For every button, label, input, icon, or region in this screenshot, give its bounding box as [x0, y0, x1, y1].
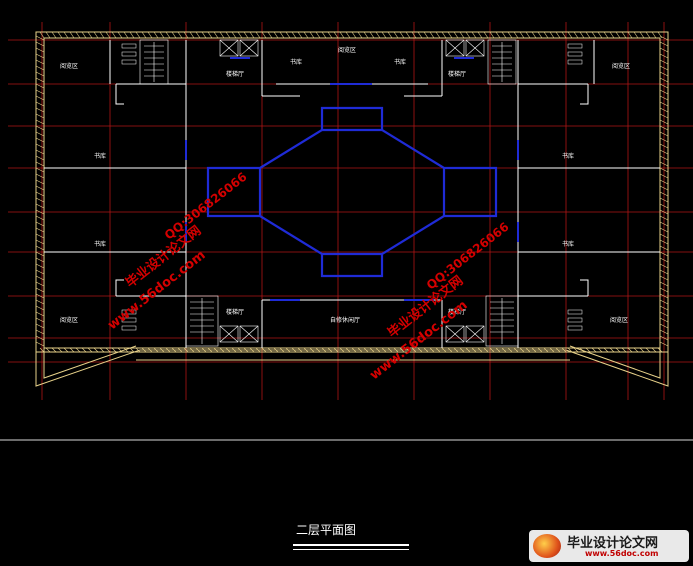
- stairs-top-right: [487, 39, 517, 85]
- elevator-shafts: [219, 39, 485, 343]
- stairs-top-left: [139, 39, 169, 85]
- room-label-stair-hall-br: 楼梯厅: [448, 308, 466, 316]
- room-label-reading-br: 阅览区: [610, 316, 628, 324]
- drawing-title: 二层平面图: [296, 523, 357, 537]
- brand-url: www.56doc.com: [585, 549, 659, 558]
- title-underline-thin: [293, 549, 409, 550]
- room-label-reading-tl: 阅览区: [60, 62, 78, 70]
- stairs-bottom-left: [185, 295, 219, 347]
- watermark-right: www.56doc.com 毕业设计论文网 QQ:306826066: [367, 220, 512, 384]
- restroom-fixtures: [121, 43, 583, 331]
- room-label-stacks-lu: 书库: [94, 152, 106, 160]
- central-atrium: [206, 106, 498, 278]
- watermark-qq-right: QQ:306826066: [424, 220, 512, 293]
- room-label-stair-hall-tr: 楼梯厅: [448, 70, 466, 78]
- brand-logo-icon: [533, 534, 561, 558]
- room-label-gallery: 自修休闲厅: [330, 316, 360, 324]
- room-label-stacks-ru: 书库: [562, 152, 574, 160]
- blue-window-marks: [185, 57, 519, 301]
- room-label-stair-hall-tl: 楼梯厅: [226, 70, 244, 78]
- room-label-reading-tr: 阅览区: [612, 62, 630, 70]
- room-label-reading-bl: 阅览区: [60, 316, 78, 324]
- room-label-stacks-rl: 书库: [562, 240, 574, 248]
- stairs-bottom-right: [485, 295, 519, 347]
- room-label-stacks-ll: 书库: [94, 240, 106, 248]
- room-label-reading-top-center: 阅览区: [338, 46, 356, 54]
- brand-title: 毕业设计论文网: [567, 536, 659, 551]
- bottom-wings: [35, 345, 669, 387]
- room-label-stair-hall-bl: 楼梯厅: [226, 308, 244, 316]
- brand-badge: 毕业设计论文网 www.56doc.com: [529, 530, 689, 562]
- room-labels: 阅览区 阅览区 阅览区 阅览区 阅览区 书库 书库 书库 书库 书库 书库 楼梯…: [60, 46, 630, 324]
- title-underline-thick: [293, 544, 409, 546]
- room-label-stacks-tl: 书库: [290, 58, 302, 66]
- axis-grid: [8, 22, 693, 400]
- room-label-stacks-tr: 书库: [394, 58, 406, 66]
- watermark-qq-left: QQ:306826066: [162, 170, 250, 243]
